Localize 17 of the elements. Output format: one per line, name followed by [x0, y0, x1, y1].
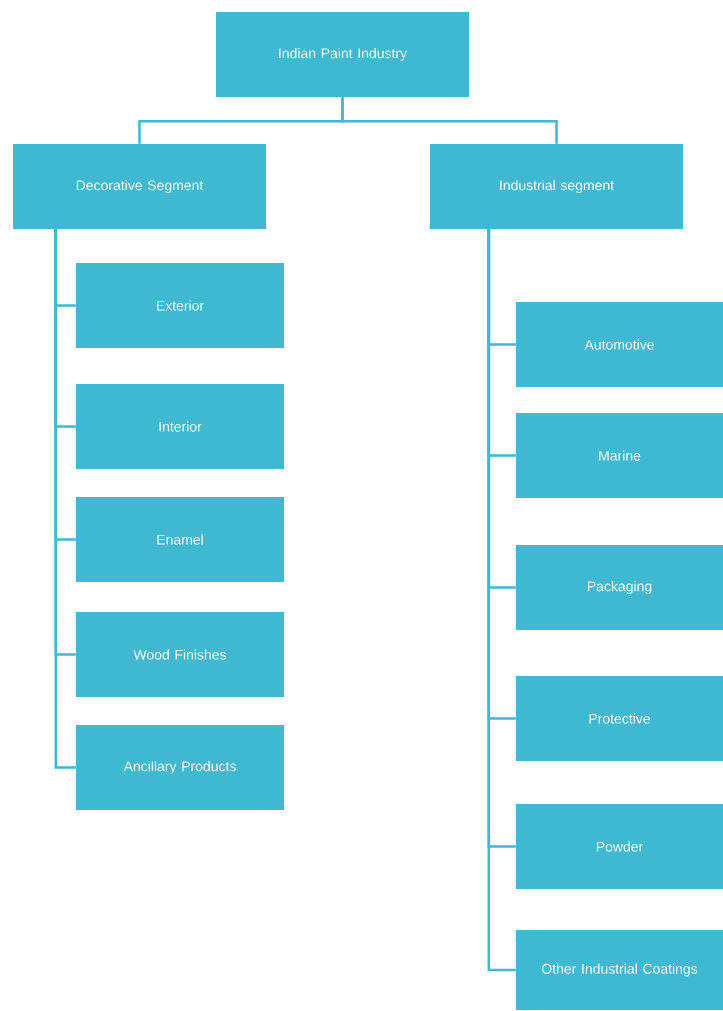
- category-box: Interior: [76, 384, 284, 469]
- category-box: Automotive: [516, 302, 723, 387]
- category-box: Protective: [516, 676, 723, 761]
- connector-line: [487, 229, 516, 972]
- category-box: Exterior: [76, 263, 284, 348]
- category-box: Wood Finishes: [76, 612, 284, 697]
- category-box: Powder: [516, 804, 723, 889]
- category-box: Packaging: [516, 545, 723, 630]
- category-box: Industrial segment: [430, 144, 683, 229]
- category-box: Indian Paint Industry: [216, 12, 469, 97]
- category-box: Other Industrial Coatings: [516, 930, 723, 1010]
- category-box: Enamel: [76, 497, 284, 582]
- category-box: Marine: [516, 413, 723, 498]
- connector-line: [341, 97, 558, 144]
- category-box: Ancillary Products: [76, 725, 284, 810]
- category-box: Decorative Segment: [13, 144, 266, 229]
- connector-line: [54, 229, 76, 769]
